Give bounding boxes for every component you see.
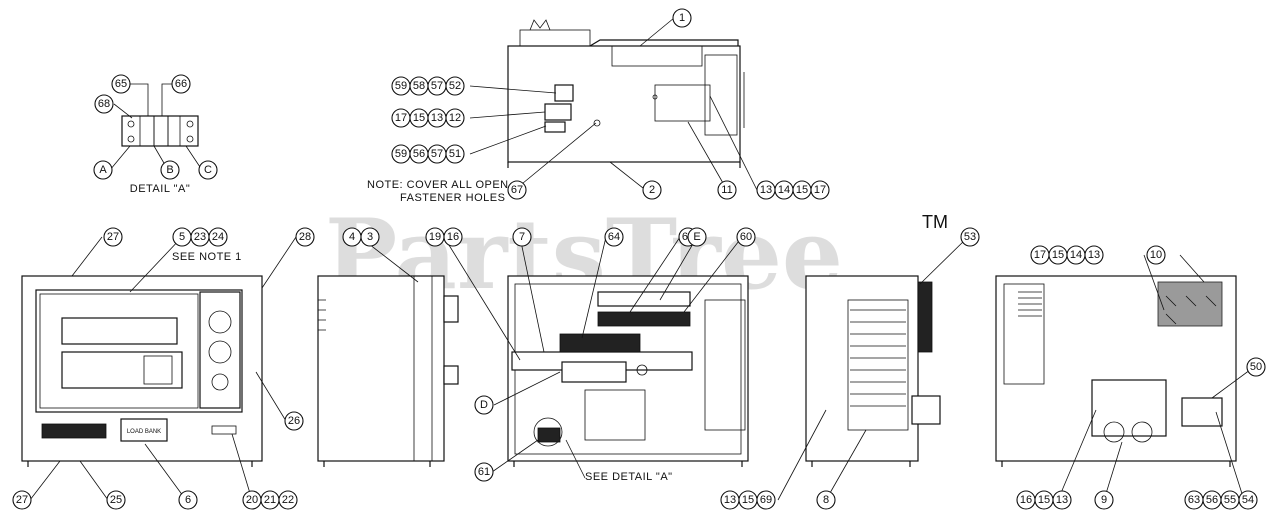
svg-text:9: 9 [1101, 494, 1107, 506]
svg-text:8: 8 [823, 494, 829, 506]
callout-2: 2 [642, 180, 662, 200]
svg-text:53: 53 [964, 231, 976, 243]
top-assembly [507, 19, 745, 168]
svg-text:51: 51 [449, 148, 461, 160]
svg-text:69: 69 [760, 494, 772, 506]
svg-text:6: 6 [185, 494, 191, 506]
svg-text:59: 59 [395, 148, 407, 160]
svg-text:65: 65 [115, 78, 127, 90]
svg-text:25: 25 [110, 494, 122, 506]
see-detail-a: SEE DETAIL "A" [585, 471, 673, 483]
callout-top-group: 59 58 57 52 [391, 76, 465, 96]
svg-text:10: 10 [1150, 249, 1162, 261]
callout-right-group: 13 14 15 17 [756, 180, 830, 200]
svg-text:56: 56 [413, 148, 425, 160]
callout-mid-group: 17 15 13 12 [391, 108, 465, 128]
svg-text:16: 16 [1020, 494, 1032, 506]
svg-text:11: 11 [721, 184, 732, 196]
svg-text:66: 66 [175, 78, 187, 90]
callout-detail-group: 65 66 68 A B C [93, 74, 218, 180]
callout-67: 67 [507, 180, 527, 200]
svg-text:23: 23 [194, 231, 206, 243]
callouts: 1 2 11 67 59 58 57 52 17 15 13 12 59 56 … [12, 8, 1266, 510]
svg-text:20: 20 [246, 494, 258, 506]
load-bank-label: LOAD BANK [127, 429, 161, 435]
back-view [995, 275, 1237, 467]
svg-text:28: 28 [299, 231, 311, 243]
note-line1: NOTE: COVER ALL OPEN [367, 179, 509, 191]
svg-text:3: 3 [367, 231, 373, 243]
callout-11: 11 [717, 180, 737, 200]
svg-text:16: 16 [447, 231, 459, 243]
svg-text:24: 24 [212, 231, 224, 243]
svg-text:7: 7 [519, 231, 525, 243]
svg-text:26: 26 [288, 415, 300, 427]
svg-text:63: 63 [1188, 494, 1200, 506]
svg-text:61: 61 [478, 466, 490, 478]
svg-text:17: 17 [1034, 249, 1046, 261]
svg-text:1: 1 [679, 12, 685, 24]
svg-text:A: A [99, 164, 107, 176]
svg-text:17: 17 [395, 112, 407, 124]
svg-text:58: 58 [413, 80, 425, 92]
svg-text:13: 13 [760, 184, 772, 196]
callout-interior-group: 19 16 7 64 62 E 60 D 61 [425, 227, 756, 482]
svg-text:13: 13 [724, 494, 736, 506]
svg-text:13: 13 [1056, 494, 1068, 506]
svg-text:12: 12 [449, 112, 461, 124]
svg-text:22: 22 [282, 494, 294, 506]
detail-a-title: DETAIL "A" [130, 183, 191, 195]
svg-text:55: 55 [1224, 494, 1236, 506]
callout-front-group: 27 5 23 24 28 26 27 25 6 20 21 22 [12, 227, 315, 510]
svg-text:15: 15 [1038, 494, 1050, 506]
svg-text:B: B [166, 164, 173, 176]
svg-text:27: 27 [107, 231, 119, 243]
svg-text:4: 4 [349, 231, 355, 243]
svg-text:21: 21 [264, 494, 276, 506]
detail-a: DETAIL "A" [121, 115, 199, 195]
svg-text:59: 59 [395, 80, 407, 92]
svg-text:14: 14 [1070, 249, 1082, 261]
svg-text:17: 17 [814, 184, 826, 196]
svg-text:C: C [204, 164, 212, 176]
svg-text:50: 50 [1250, 361, 1262, 373]
svg-text:13: 13 [431, 112, 443, 124]
svg-text:67: 67 [511, 184, 523, 196]
callout-side-group: 4 3 [342, 227, 380, 247]
svg-text:57: 57 [431, 80, 443, 92]
svg-text:15: 15 [1052, 249, 1064, 261]
callout-low-group: 59 56 57 51 [391, 144, 465, 164]
svg-text:14: 14 [778, 184, 790, 196]
note-line2: FASTENER HOLES [400, 192, 505, 204]
svg-text:64: 64 [608, 231, 620, 243]
svg-text:27: 27 [16, 494, 28, 506]
svg-text:56: 56 [1206, 494, 1218, 506]
svg-text:E: E [693, 231, 700, 243]
svg-text:68: 68 [98, 98, 110, 110]
svg-text:54: 54 [1242, 494, 1254, 506]
svg-text:15: 15 [796, 184, 808, 196]
svg-text:15: 15 [742, 494, 754, 506]
svg-text:5: 5 [179, 231, 185, 243]
see-note-1: SEE NOTE 1 [172, 251, 242, 263]
svg-text:D: D [480, 399, 488, 411]
svg-text:2: 2 [649, 184, 655, 196]
watermark-tm: TM [922, 212, 948, 232]
callout-right-side-group: 53 13 15 69 8 [720, 227, 980, 510]
svg-text:19: 19 [429, 231, 441, 243]
callout-1: 1 [672, 8, 692, 28]
svg-text:15: 15 [413, 112, 425, 124]
side-view [317, 275, 459, 467]
side-right-view [805, 275, 941, 467]
front-view: LOAD BANK [21, 275, 263, 467]
svg-text:52: 52 [449, 80, 461, 92]
svg-text:13: 13 [1088, 249, 1100, 261]
interior-view [507, 275, 749, 467]
callout-back-group: 17 15 14 13 10 50 16 15 13 9 63 56 55 54 [1016, 245, 1266, 510]
svg-text:57: 57 [431, 148, 443, 160]
svg-text:60: 60 [740, 231, 752, 243]
leader-lines [29, 17, 1255, 501]
